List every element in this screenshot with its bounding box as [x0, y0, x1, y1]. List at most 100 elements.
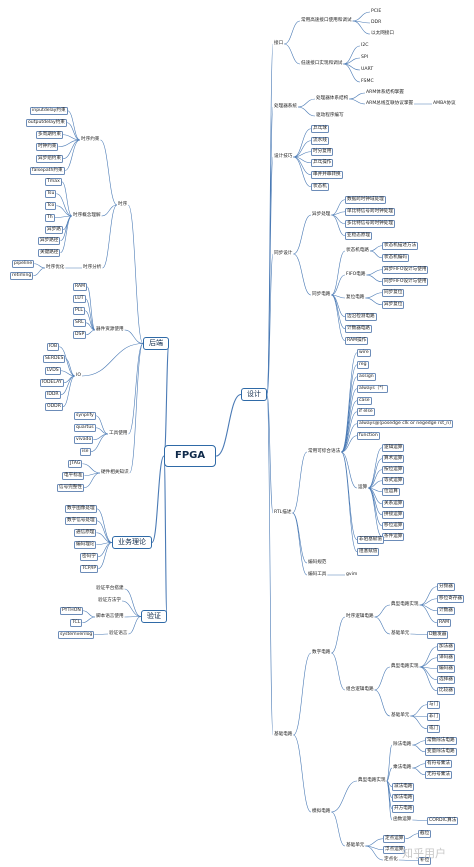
node-coding-standard[interactable]: 编码规范	[308, 560, 327, 565]
node-hw-jtag[interactable]: JTAG	[68, 460, 83, 468]
node-fsmc[interactable]: FSMC	[361, 79, 374, 84]
node-tcl[interactable]: TCL	[70, 619, 83, 627]
node-fsm-circuit[interactable]: 状态机电路	[346, 248, 369, 253]
node-amba[interactable]: AMBA协议	[433, 101, 456, 106]
node-comb-1[interactable]: 加法器	[437, 643, 455, 651]
node-sync-circuit[interactable]: 同步电路	[312, 292, 331, 297]
node-rtl[interactable]: RTL描述	[274, 510, 292, 515]
node-theory-4[interactable]: 编码理论	[74, 541, 97, 549]
node-design-skills[interactable]: 设计技巧	[274, 154, 293, 159]
node-gate-and[interactable]: 与门	[427, 701, 441, 709]
node-syntax-always-clk[interactable]: always@(posedge clk or negedge rst_n)	[357, 420, 453, 428]
node-seq-1[interactable]: 分频器	[437, 583, 455, 591]
node-counter[interactable]: 计数器电路	[345, 325, 372, 333]
node-tc-4[interactable]: 时钟约束	[36, 143, 59, 151]
node-comb-typical[interactable]: 典型电路实现	[391, 664, 419, 669]
node-syntax[interactable]: 常用可综合语法	[308, 449, 341, 454]
node-seq-4[interactable]: RAM	[437, 619, 452, 627]
node-tcpt-4[interactable]: Th	[45, 214, 55, 222]
node-timing[interactable]: 时序	[118, 202, 128, 207]
node-mult-1[interactable]: 有符号乘法	[425, 760, 452, 768]
node-cordic[interactable]: CORDIC算法	[427, 817, 459, 825]
node-nonblocking[interactable]: 非阻塞赋值	[357, 536, 384, 544]
node-timing-analysis[interactable]: 时序分析	[83, 265, 102, 270]
branch-business-theory[interactable]: 业务理论	[112, 536, 152, 549]
node-seq-typical[interactable]: 典型电路实现	[391, 602, 419, 607]
node-io-iodelay[interactable]: IODELAY	[40, 379, 64, 387]
node-tc-2[interactable]: outputdelay约束	[26, 119, 67, 127]
node-async-3[interactable]: 多比特信号跨时钟处理	[345, 220, 395, 228]
node-syntax-function[interactable]: function	[357, 432, 380, 440]
node-hardware-knowledge[interactable]: 硬件相关知识	[101, 470, 129, 475]
node-processor-arch[interactable]: 处理器体系结构	[316, 96, 349, 101]
node-theory-1[interactable]: 数字图像处理	[65, 505, 97, 513]
node-python[interactable]: PYTHON	[60, 607, 83, 615]
node-tcpt-7[interactable]: 关键路径	[38, 249, 61, 257]
node-highspeed-interface[interactable]: 常用高速接口使用和调试	[301, 18, 352, 23]
node-io-oddr[interactable]: ODDR	[45, 403, 63, 411]
node-fifo-circuit[interactable]: FIFO电路	[346, 272, 366, 277]
node-skill-1[interactable]: 乒乓球	[311, 125, 329, 133]
node-tool-ise[interactable]: ise	[80, 448, 91, 456]
node-sqrt[interactable]: 开方电路	[392, 805, 415, 813]
node-tcpt-2[interactable]: Tsu	[45, 190, 57, 198]
node-tc-3[interactable]: 多周期约束	[36, 131, 63, 139]
node-multiplier[interactable]: 乘法电路	[393, 765, 412, 770]
node-fifo-2[interactable]: 同步FIFO设计与使用	[382, 278, 429, 286]
node-hw-level[interactable]: 电平标准	[62, 472, 85, 480]
node-op-6[interactable]: 关系运算	[382, 500, 405, 508]
node-verify-platform[interactable]: 验证平台搭建	[96, 586, 124, 591]
node-op-4[interactable]: 等式运算	[382, 477, 405, 485]
node-systemverilog[interactable]: systemverilog	[58, 631, 95, 639]
node-hw-si[interactable]: 信号完整性	[57, 484, 84, 492]
node-timing-constraint[interactable]: 时序约束	[81, 137, 100, 142]
node-truncate[interactable]: 截位	[418, 830, 432, 838]
node-lowspeed-interface[interactable]: 低速接口实现和调试	[301, 61, 343, 66]
node-divider[interactable]: 除法电路	[393, 742, 412, 747]
node-io-iob[interactable]: IOB	[47, 343, 60, 351]
node-async-processing[interactable]: 异步处理	[312, 212, 331, 217]
node-syntax-ifelse[interactable]: if else	[357, 408, 375, 416]
node-interface[interactable]: 接口	[274, 41, 284, 46]
node-seq-basic[interactable]: 基础单元	[391, 631, 410, 636]
node-arm-arch[interactable]: ARM体系结构掌握	[366, 90, 404, 95]
node-comb-basic[interactable]: 基础单元	[391, 713, 410, 718]
node-divider-2[interactable]: 变量除法电路	[425, 748, 457, 756]
node-syntax-case[interactable]: case	[357, 397, 372, 405]
node-fsm-1[interactable]: 状态机描述方法	[382, 242, 419, 250]
node-fsm-2[interactable]: 状态机编码	[382, 254, 409, 262]
node-basic-circuit[interactable]: 基础电路	[274, 732, 293, 737]
node-adder-circuit[interactable]: 加法电路	[392, 794, 415, 802]
node-script-language[interactable]: 脚本语言使用	[96, 614, 124, 619]
node-subtractor[interactable]: 减法电路	[392, 783, 415, 791]
node-analog-circuit[interactable]: 模拟电路	[312, 809, 331, 814]
node-tcpt-3[interactable]: Tco	[45, 202, 57, 210]
node-seq-3[interactable]: 计数器	[437, 607, 455, 615]
node-io-lvds[interactable]: LVDS	[45, 367, 61, 375]
node-digital-circuit[interactable]: 数字电路	[312, 650, 331, 655]
node-sequential[interactable]: 时序逻辑电路	[346, 614, 374, 619]
node-fixed-conversion[interactable]: 定点化	[384, 857, 398, 862]
node-gate-or[interactable]: 或门	[427, 725, 441, 733]
node-operations[interactable]: 运算	[358, 485, 368, 490]
node-theory-5[interactable]: 密码学	[80, 553, 98, 561]
node-pipeline[interactable]: pipeline	[12, 260, 35, 268]
node-function-math[interactable]: 函数运算	[393, 817, 412, 822]
node-skill-4[interactable]: 乒乓操作	[311, 159, 334, 167]
node-device-resources[interactable]: 器件资源使用	[96, 327, 124, 332]
node-arm-bus[interactable]: ARM总线互联协议掌握	[366, 101, 414, 106]
node-uart[interactable]: UART	[361, 67, 374, 72]
node-reset-circuit[interactable]: 复位电路	[346, 295, 365, 300]
node-tc-1[interactable]: inputdelay约束	[30, 107, 68, 115]
node-verify-language[interactable]: 验证语言	[109, 631, 128, 636]
node-pcie[interactable]: PCIE	[371, 9, 382, 14]
node-ddr[interactable]: DDR	[371, 20, 382, 25]
branch-backend[interactable]: 后端	[143, 337, 169, 350]
node-verify-method[interactable]: 验证方法学	[98, 598, 121, 603]
node-async-4[interactable]: 亚稳态原理	[345, 232, 372, 240]
node-tcpt-1[interactable]: Tmax	[45, 178, 62, 186]
node-seq-2[interactable]: 移位寄存器	[437, 595, 464, 603]
node-reset-1[interactable]: 同步复位	[382, 289, 405, 297]
node-blocking[interactable]: 阻塞赋值	[357, 548, 380, 556]
node-tcpt-6[interactable]: 异步路径	[38, 237, 61, 245]
